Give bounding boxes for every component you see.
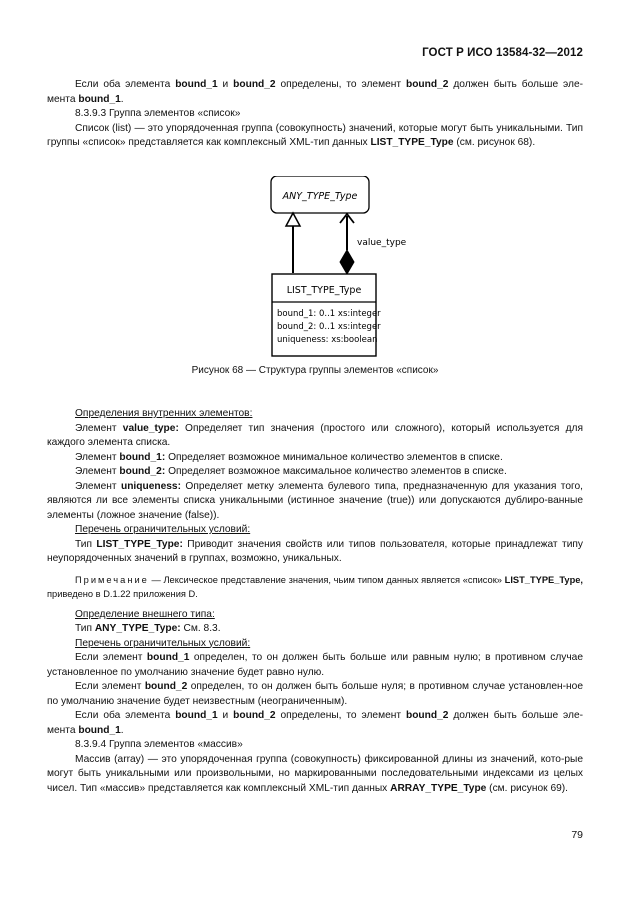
restriction-both-bounds: Если оба элемента bound_1 и bound_2 опре…	[47, 709, 583, 738]
term: bound_2	[233, 710, 276, 721]
text-run: Если элемент	[75, 652, 147, 663]
term-bound-2: bound_2	[405, 79, 449, 90]
restrictions-heading-2: Перечень ограничительных условий:	[75, 637, 251, 649]
text-run: Элемент	[75, 422, 123, 434]
inheritance-arrow-icon	[284, 210, 302, 227]
term-array-type: ARRAY_TYPE_Type	[390, 782, 487, 794]
section-heading-8-3-9-3: 8.3.9.3 Группа элементов «список»	[75, 108, 241, 119]
text-run: Если элемент	[75, 681, 145, 692]
text-run: Если оба элемента	[75, 79, 176, 90]
definition-value-type: Элемент value_type: Определяет тип значе…	[47, 422, 583, 451]
note-paragraph: Примечание — Лексическое представление з…	[47, 573, 583, 602]
text-run: определены, то элемент	[275, 710, 406, 721]
internal-elements-heading: Определения внутренних элементов:	[75, 408, 253, 419]
text-run: должен быть больше эле-мента	[47, 710, 583, 736]
text-run: Приводит значения свойств или типов поль…	[47, 538, 583, 565]
term-bound-1: bound_1	[78, 93, 121, 105]
text-run: Элемент	[75, 480, 121, 492]
text-run: .	[120, 724, 124, 736]
term-list-type: LIST_TYPE_Type	[370, 137, 454, 148]
figure-caption: Рисунок 68 — Структура группы элементов …	[191, 364, 439, 376]
text-run: должен быть больше эле-мента	[47, 79, 583, 105]
text-run: Определяет возможное минимальное количес…	[165, 451, 503, 463]
text-run: и	[217, 79, 234, 90]
restriction-bound-1: Если элемент bound_1 определен, то он до…	[47, 651, 583, 680]
definition-bound-1: Элемент bound_1: Определяет возможное ми…	[47, 451, 583, 466]
page-number: 79	[571, 829, 583, 841]
text-run: Если оба элемента	[75, 710, 176, 721]
term: bound_1	[146, 652, 190, 663]
paragraph-list-definition: Список (list) — это упорядоченная группа…	[47, 122, 583, 151]
text-run: См. 8.3.	[180, 623, 221, 634]
any-type-box	[270, 175, 370, 214]
term: bound_1	[175, 710, 218, 721]
text-run: определен, то он должен быть больше или …	[47, 652, 583, 678]
term: bound_2:	[119, 466, 166, 477]
list-type-box	[271, 272, 377, 357]
term: uniqueness:	[120, 480, 181, 492]
term: LIST_TYPE_Type:	[96, 538, 183, 550]
definition-uniqueness: Элемент uniqueness: Определяет метку эле…	[47, 480, 583, 524]
restriction-bound-2: Если элемент bound_2 определен, то он до…	[47, 680, 583, 709]
page-content: Если оба элемента bound_1 и bound_2 опре…	[47, 78, 583, 796]
section-heading-8-3-9-4: 8.3.9.4 Группа элементов «массив»	[75, 739, 243, 750]
paragraph-bound-constraint: Если оба элемента bound_1 и bound_2 опре…	[47, 78, 583, 107]
figure-68-diagram: ANY_TYPE_Type value_type LIST_TYPE_Type …	[47, 175, 583, 358]
text-run: Массив (array) — это упорядоченная групп…	[47, 753, 583, 794]
text-run: и	[217, 710, 234, 721]
text-run: Тип	[75, 538, 97, 550]
value-type-label: value_type	[357, 238, 407, 248]
document-header: ГОСТ Р ИСО 13584-32—2012	[422, 47, 583, 59]
text-run: — Лексическое представление значения, чь…	[148, 574, 505, 585]
term: bound_2	[144, 681, 188, 692]
external-type-heading: Определение внешнего типа:	[75, 608, 215, 620]
text-run: .	[120, 93, 124, 105]
restrictions-heading: Перечень ограничительных условий:	[75, 524, 251, 535]
paragraph-array-definition: Массив (array) — это упорядоченная групп…	[47, 753, 583, 797]
text-run: (см. рисунок 68).	[453, 137, 536, 148]
navigation-arrow-icon	[339, 212, 355, 224]
term: bound_1	[78, 724, 121, 736]
any-type-label: ANY_TYPE_Type	[282, 191, 358, 202]
definition-bound-2: Элемент bound_2: Определяет возможное ма…	[47, 465, 583, 480]
term-bound-1: bound_1	[175, 79, 218, 90]
text-run: приведено в D.1.22 приложения D.	[47, 589, 198, 599]
text-run: Определяет метку элемента булевого типа,…	[47, 480, 583, 521]
text-run: Определяет возможное максимальное количе…	[165, 466, 507, 477]
term: value_type:	[122, 422, 179, 434]
restriction-list-type: Тип LIST_TYPE_Type: Приводит значения св…	[47, 538, 583, 567]
term: bound_2	[405, 710, 449, 721]
text-run: Элемент	[75, 451, 120, 463]
term: ANY_TYPE_Type:	[94, 623, 181, 634]
term: LIST_TYPE_Type,	[504, 574, 583, 585]
text-run: (см. рисунок 69).	[486, 782, 569, 794]
attribute-bound-2: bound_2: 0..1 xs:integer	[277, 322, 381, 332]
text-run: Элемент	[75, 466, 120, 477]
attribute-bound-1: bound_1: 0..1 xs:integer	[277, 309, 381, 319]
list-type-label: LIST_TYPE_Type	[287, 285, 362, 296]
attribute-uniqueness: uniqueness: xs:boolean	[277, 335, 378, 345]
text-run: определены, то элемент	[275, 79, 406, 90]
uml-diagram: ANY_TYPE_Type value_type LIST_TYPE_Type …	[270, 175, 407, 357]
text-run: Тип	[75, 623, 95, 634]
note-label: Примечание	[75, 574, 149, 585]
term-bound-2: bound_2	[233, 79, 276, 90]
term: bound_1:	[119, 451, 166, 463]
text-run: Список (list) — это упорядоченная группа…	[47, 122, 583, 149]
definition-any-type: Тип ANY_TYPE_Type: См. 8.3.	[47, 622, 583, 637]
text-run: определен, то он должен быть больше нуля…	[47, 681, 583, 707]
composition-diamond-icon	[339, 248, 355, 275]
text-run: Определяет тип значения (простого или сл…	[47, 422, 584, 449]
